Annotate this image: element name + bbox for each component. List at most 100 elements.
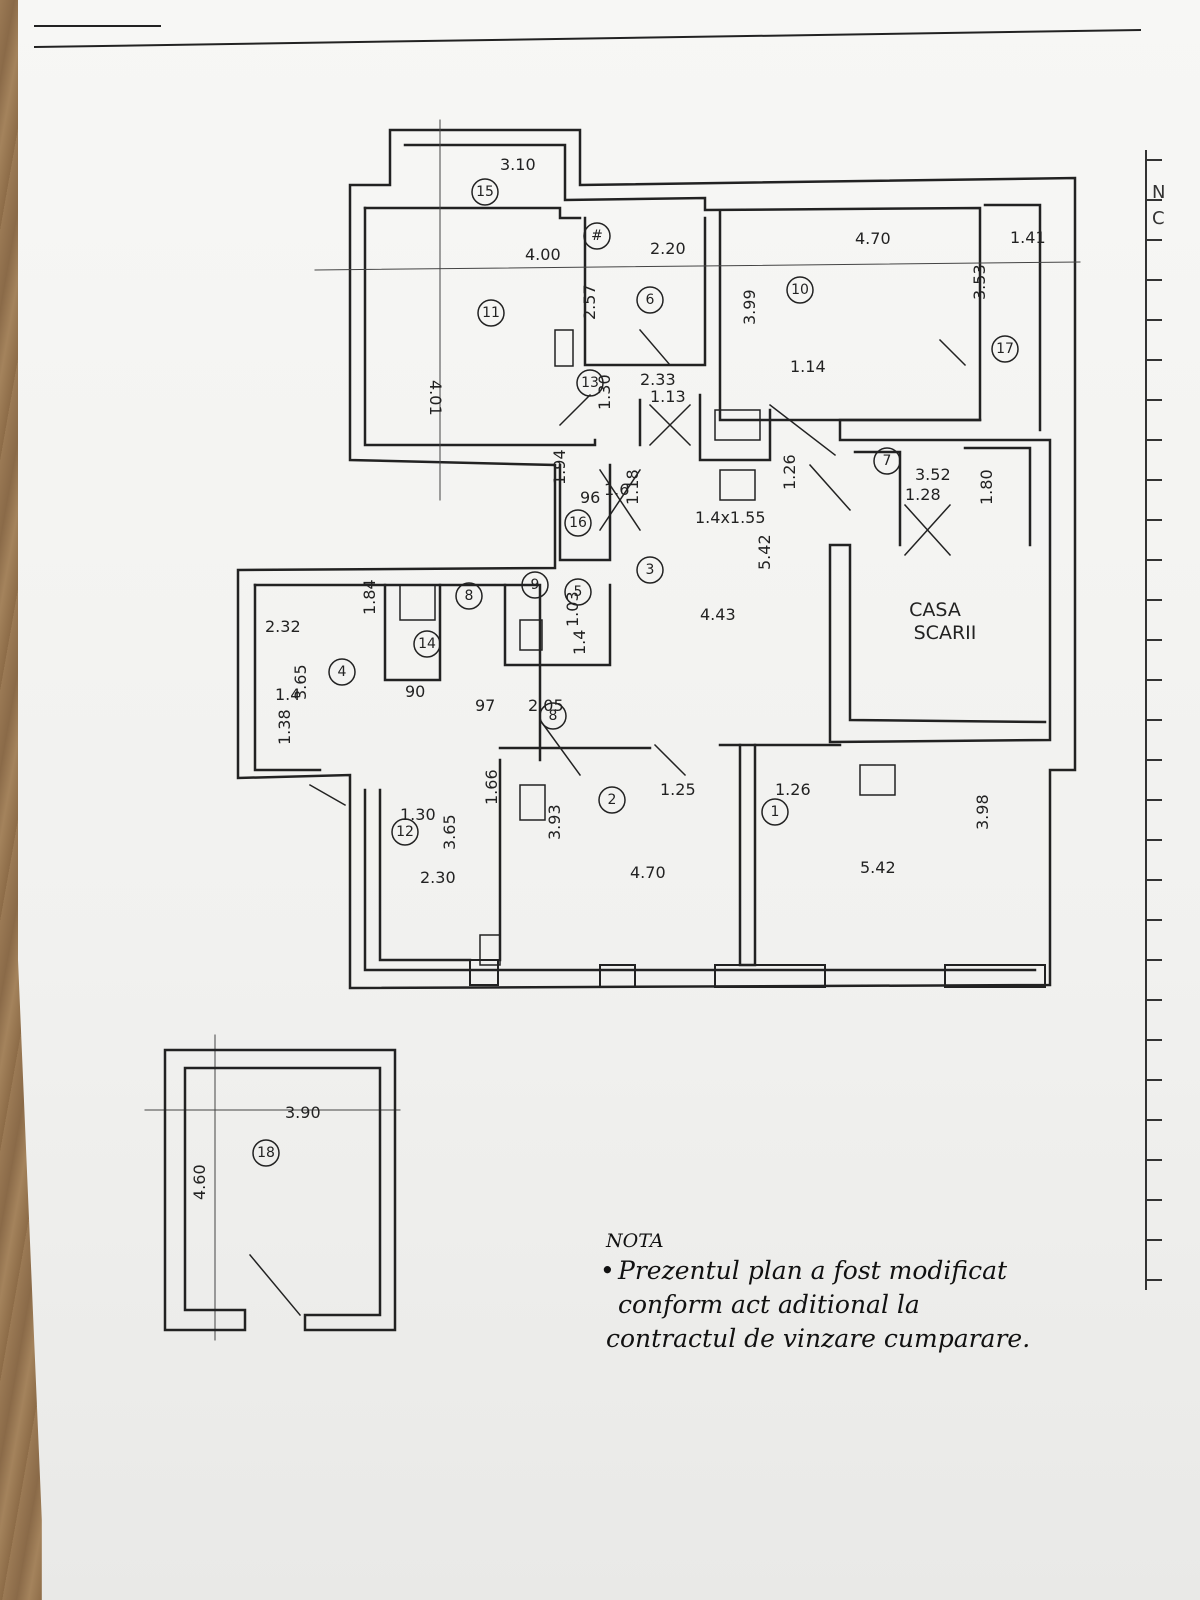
room-marker-r10: 10 — [786, 276, 814, 304]
room-circle — [413, 630, 441, 658]
fixtures — [399, 329, 896, 966]
margin-letter-c: C — [1152, 208, 1165, 229]
dimension-label: 1.66 — [482, 769, 501, 805]
room-marker-r12: 12 — [391, 818, 419, 846]
dimension-label: 4.70 — [630, 863, 666, 882]
dimension-label: 2.32 — [265, 617, 301, 636]
room-marker-r5: 5 — [564, 578, 592, 606]
room-marker-r4: 4 — [328, 658, 356, 686]
stair-label-scarii: SCARII — [914, 622, 977, 644]
edge-ruler — [1145, 150, 1162, 1290]
dimension-label: 3.52 — [915, 465, 951, 484]
dimension-label: 1.25 — [660, 780, 696, 799]
room-marker-r8: 8 — [455, 582, 483, 610]
room-circle — [761, 798, 789, 826]
dimension-label: 96 — [580, 488, 600, 507]
margin-letters: N C — [1152, 180, 1165, 232]
dimension-label: 3.65 — [440, 814, 459, 850]
dimension-label: 3.93 — [545, 804, 564, 840]
room-circle — [786, 276, 814, 304]
room-number: # — [591, 228, 603, 244]
note-bullet: • — [600, 1256, 615, 1285]
dimension-label: 90 — [405, 682, 425, 701]
room-marker-r9: 9 — [521, 571, 549, 599]
dimension-label: 1.03 — [563, 591, 582, 627]
dimension-label: 3.65 — [291, 664, 310, 700]
room-marker-r13: 13 — [576, 369, 604, 397]
dimension-label: 3.90 — [285, 1103, 321, 1122]
dimension-label: 1.13 — [650, 387, 686, 406]
room-number: 10 — [791, 282, 809, 298]
room-number: 15 — [476, 184, 494, 200]
room-number: 3 — [646, 562, 655, 578]
room-marker-r3: 3 — [636, 556, 664, 584]
room-number: 8 — [465, 588, 474, 604]
room-number: 13 — [581, 375, 599, 391]
room-circle — [564, 578, 592, 606]
door-swings — [248, 328, 967, 1317]
dimension-label: 4.43 — [700, 605, 736, 624]
dimension-label: 2.33 — [640, 370, 676, 389]
dimension-label: 1.38 — [275, 709, 294, 745]
dimension-label: 1.6 — [604, 480, 629, 499]
dimension-label: 1.14 — [790, 357, 826, 376]
room-number: 18 — [257, 1145, 275, 1161]
dimension-label: 1.28 — [905, 485, 941, 504]
room-number: 6 — [646, 292, 655, 308]
room-marker-r17: 17 — [991, 335, 1019, 363]
stair-label-casa: CASA — [909, 599, 961, 621]
dimension-label: 1.18 — [623, 469, 642, 505]
room-circle — [873, 447, 901, 475]
room-circle — [252, 1139, 280, 1167]
room-number: 16 — [569, 515, 587, 531]
room-marker-r15: 15 — [471, 178, 499, 206]
room-circle — [598, 786, 626, 814]
dimension-label: 1.30 — [595, 374, 614, 410]
dimension-label: 1.4x1.55 — [695, 508, 766, 527]
dimension-label: 1.30 — [400, 805, 436, 824]
room-number: 2 — [608, 792, 617, 808]
room-circle — [521, 571, 549, 599]
room-circle — [471, 178, 499, 206]
room-circle — [455, 582, 483, 610]
main-building-walls — [236, 128, 1077, 990]
room-circle — [636, 286, 664, 314]
room-marker-r6: 6 — [636, 286, 664, 314]
room-marker-r11: 11 — [477, 299, 505, 327]
room-marker-r7: 7 — [873, 447, 901, 475]
dimension-label: 5.42 — [860, 858, 896, 877]
dimension-label: 3.53 — [970, 264, 989, 300]
dimension-label: 1.26 — [775, 780, 811, 799]
room-marker-r14: 14 — [413, 630, 441, 658]
dimension-label: 2.20 — [650, 239, 686, 258]
room-circle — [576, 369, 604, 397]
room-circle — [328, 658, 356, 686]
room-circle — [391, 818, 419, 846]
window-marks — [469, 959, 1046, 988]
dimension-label: 97 — [475, 696, 495, 715]
dimension-label: 1.4 — [570, 630, 589, 655]
header-line — [33, 28, 1142, 49]
room-circle — [564, 509, 592, 537]
dimension-label: 3.10 — [500, 155, 536, 174]
room-marker-r16: 16 — [564, 509, 592, 537]
dimension-label: 4.60 — [190, 1164, 209, 1200]
room-number: 1 — [771, 804, 780, 820]
note-line-1: •Prezentul plan a fost modificat — [600, 1254, 1120, 1288]
dimension-label: 4.00 — [525, 245, 561, 264]
room-marker-r19: # — [583, 222, 611, 250]
room-circle — [477, 299, 505, 327]
dimension-label: 1.41 — [1010, 228, 1046, 247]
room-number: 7 — [883, 453, 892, 469]
dimension-label: 1.80 — [977, 469, 996, 505]
dimension-label: 1.4 — [275, 685, 300, 704]
room-marker-r1: 1 — [761, 798, 789, 826]
dimension-label: 3.99 — [740, 289, 759, 325]
room-number: 12 — [396, 824, 414, 840]
dimension-label: 5.42 — [755, 534, 774, 570]
note-line-3: contractul de vinzare cumparare. — [606, 1324, 1031, 1353]
note-block: NOTA •Prezentul plan a fost modificat co… — [600, 1230, 1120, 1356]
dimension-label: 1.94 — [550, 449, 569, 485]
dimension-label: 1.84 — [360, 579, 379, 615]
